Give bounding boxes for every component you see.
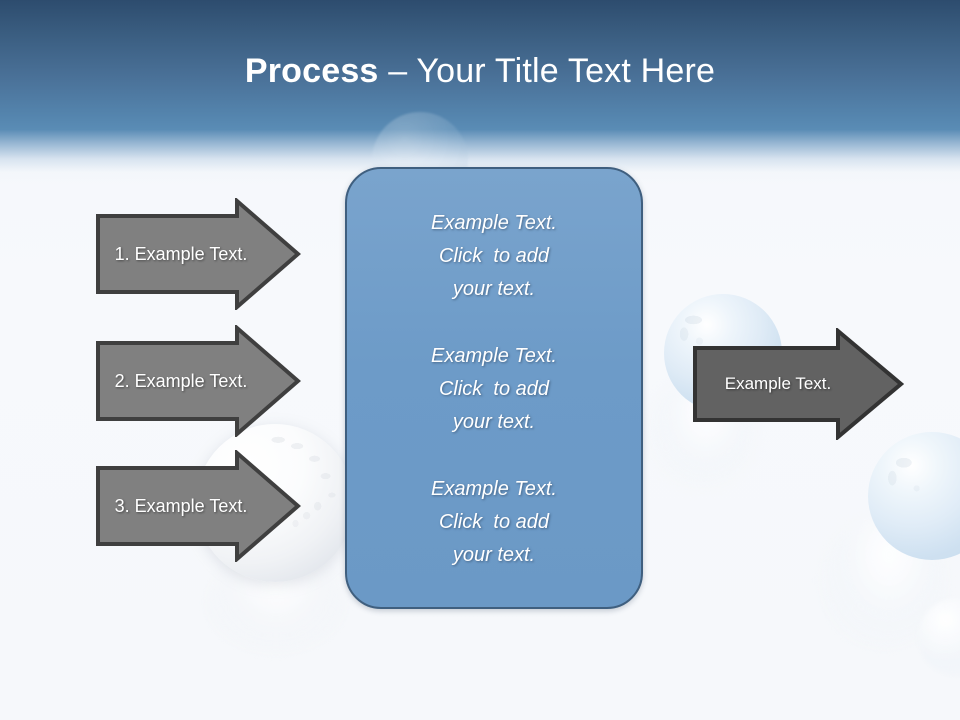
input-arrow-1[interactable]: 1. Example Text. xyxy=(95,198,301,310)
panel-block-3-line-3: your text. xyxy=(452,544,536,566)
panel-block-2-line-1: Example Text. xyxy=(431,345,557,367)
page-title-rest: – Your Title Text Here xyxy=(378,52,716,90)
panel-text-block-2: Example Text. Click to add your text. xyxy=(347,340,641,439)
panel-block-3-line-1: Example Text. xyxy=(431,478,557,500)
input-arrow-3[interactable]: 3. Example Text. xyxy=(95,450,301,562)
arrow-right-icon xyxy=(96,325,301,437)
panel-block-2-line-3: your text. xyxy=(452,411,536,433)
arrow-right-icon xyxy=(693,328,904,440)
arrow-right-icon xyxy=(96,450,301,562)
panel-block-3-line-2: Click to add xyxy=(438,511,550,533)
panel-block-2-line-2: Click to add xyxy=(438,378,550,400)
input-arrow-2-label: 2. Example Text. xyxy=(114,371,248,391)
output-arrow-label: Example Text. xyxy=(724,374,832,393)
page-title-strong: Process xyxy=(244,52,379,90)
panel-text-block-3: Example Text. Click to add your text. xyxy=(347,473,641,572)
panel-block-1-line-3: your text. xyxy=(452,278,536,300)
output-arrow[interactable]: Example Text. xyxy=(692,328,904,440)
input-arrow-3-label: 3. Example Text. xyxy=(114,496,248,516)
panel-block-1-line-1: Example Text. xyxy=(431,212,557,234)
page-title: Process – Your Title Text Here xyxy=(0,50,960,92)
panel-text-block-1: Example Text. Click to add your text. xyxy=(347,207,641,306)
arrow-right-icon xyxy=(96,198,301,310)
process-panel[interactable]: Example Text. Click to add your text. Ex… xyxy=(345,167,643,609)
input-arrow-2[interactable]: 2. Example Text. xyxy=(95,325,301,437)
input-arrow-1-label: 1. Example Text. xyxy=(114,244,248,264)
panel-block-1-line-2: Click to add xyxy=(438,245,550,267)
header-band xyxy=(0,0,960,185)
